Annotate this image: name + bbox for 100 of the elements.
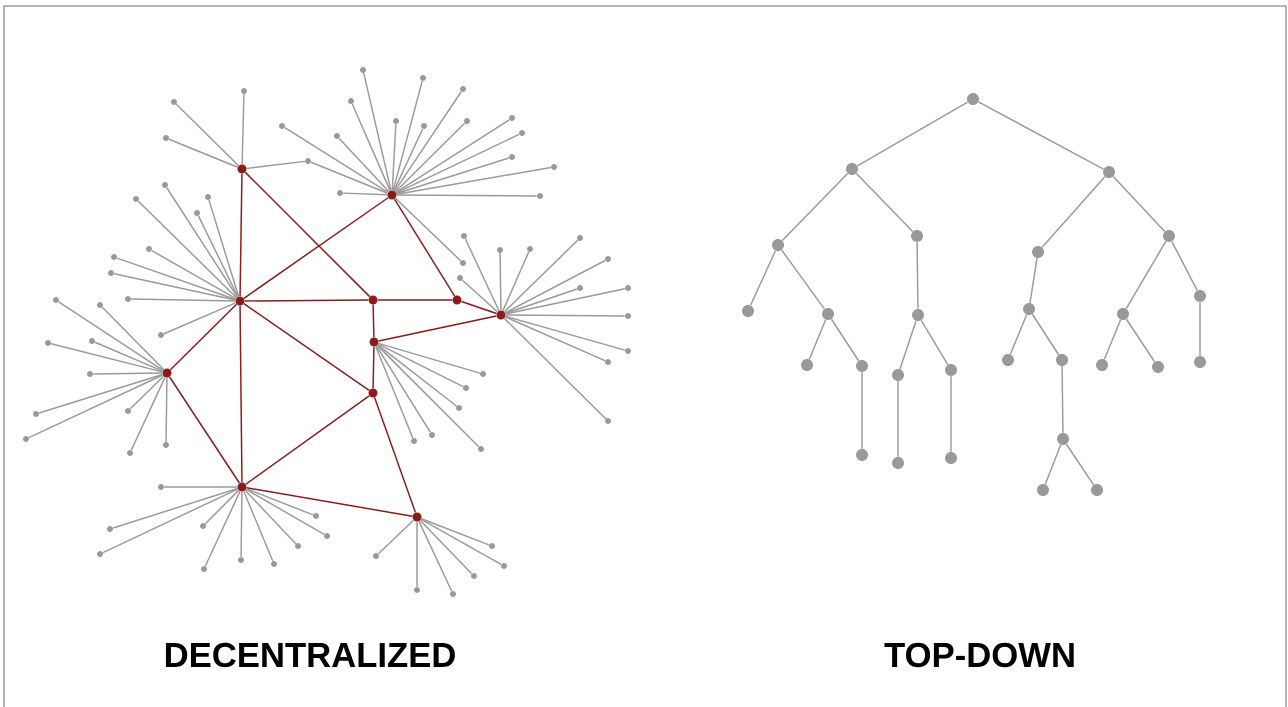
link-line xyxy=(504,288,578,315)
link-line xyxy=(129,375,165,410)
link-line xyxy=(1103,319,1122,360)
link-line xyxy=(418,520,453,592)
link-line xyxy=(245,488,314,516)
link-line xyxy=(394,122,466,193)
link-line xyxy=(856,101,969,167)
link-line xyxy=(245,487,414,517)
link-line xyxy=(377,342,481,374)
link-line xyxy=(1044,444,1062,485)
link-line xyxy=(102,488,239,554)
link-line xyxy=(375,345,431,433)
link-line xyxy=(394,197,462,262)
link-line xyxy=(38,373,164,414)
link-line xyxy=(28,374,164,439)
link-line xyxy=(372,304,375,338)
link-line xyxy=(808,319,827,360)
link-line xyxy=(58,301,164,372)
link-line xyxy=(373,396,417,514)
link-line xyxy=(112,487,239,529)
link-line xyxy=(395,166,552,195)
link-line xyxy=(503,239,579,313)
link-line xyxy=(897,380,899,458)
link-line xyxy=(392,80,423,192)
link-line xyxy=(504,287,626,315)
link-line xyxy=(377,344,458,407)
link-line xyxy=(284,127,389,194)
link-line xyxy=(396,194,538,197)
link-line xyxy=(363,72,392,192)
link-line xyxy=(244,171,371,298)
link-line xyxy=(197,215,239,298)
link-line xyxy=(351,103,391,192)
link-line xyxy=(204,489,240,525)
link-line xyxy=(504,259,606,314)
link-line xyxy=(204,490,241,567)
link-line xyxy=(239,173,243,297)
link-line xyxy=(977,101,1105,170)
link-line xyxy=(780,249,826,310)
link-line xyxy=(169,303,238,371)
link-line xyxy=(499,252,502,311)
link-line xyxy=(377,299,453,301)
link-line xyxy=(246,160,306,170)
link-line xyxy=(245,488,325,536)
link-line xyxy=(208,199,240,298)
link-line xyxy=(416,521,418,588)
link-line xyxy=(920,319,949,366)
link-line xyxy=(749,249,777,307)
link-line xyxy=(861,371,863,450)
link-line xyxy=(950,375,952,453)
link-line xyxy=(461,279,499,313)
link-line xyxy=(137,200,238,299)
link-line xyxy=(338,137,390,193)
link-line xyxy=(243,303,370,392)
link-line xyxy=(166,187,239,298)
link-line xyxy=(460,300,498,315)
link-line xyxy=(116,257,237,301)
link-line xyxy=(243,197,389,299)
link-line xyxy=(376,344,480,448)
link-line xyxy=(1031,313,1060,356)
link-line xyxy=(1029,257,1038,304)
link-line xyxy=(420,518,502,566)
link-line xyxy=(504,316,606,362)
link-line xyxy=(130,298,236,302)
link-line xyxy=(342,192,388,196)
link-line xyxy=(502,251,530,312)
link-line xyxy=(395,119,510,194)
link-line xyxy=(241,93,245,165)
link-line xyxy=(113,272,237,301)
link-line xyxy=(163,486,238,488)
link-line xyxy=(899,320,917,370)
link-line xyxy=(375,345,414,439)
link-line xyxy=(92,372,163,375)
link-line xyxy=(130,376,166,451)
link-line xyxy=(503,317,607,420)
link-line xyxy=(1125,240,1167,310)
link-line xyxy=(377,315,498,342)
link-line xyxy=(1065,443,1095,486)
link-line xyxy=(244,299,369,302)
link-line xyxy=(310,161,389,194)
link-line xyxy=(168,376,241,484)
link-line xyxy=(50,343,164,373)
link-line xyxy=(372,346,375,389)
link-line xyxy=(163,302,237,335)
link-line xyxy=(855,172,914,233)
link-line xyxy=(781,172,849,242)
link-line xyxy=(239,305,243,483)
link-line xyxy=(393,128,424,192)
link-line xyxy=(395,157,510,195)
link-line xyxy=(1199,301,1201,357)
link-line xyxy=(151,249,237,300)
link-line xyxy=(419,519,473,575)
section-label: DECENTRALIZED xyxy=(165,642,455,668)
link-line xyxy=(94,341,164,372)
link-line xyxy=(504,315,626,351)
link-line xyxy=(464,238,500,312)
link-line xyxy=(393,198,456,297)
link-line xyxy=(165,377,168,443)
link-line xyxy=(101,306,165,371)
link-line xyxy=(1061,365,1064,434)
link-line xyxy=(395,133,520,194)
